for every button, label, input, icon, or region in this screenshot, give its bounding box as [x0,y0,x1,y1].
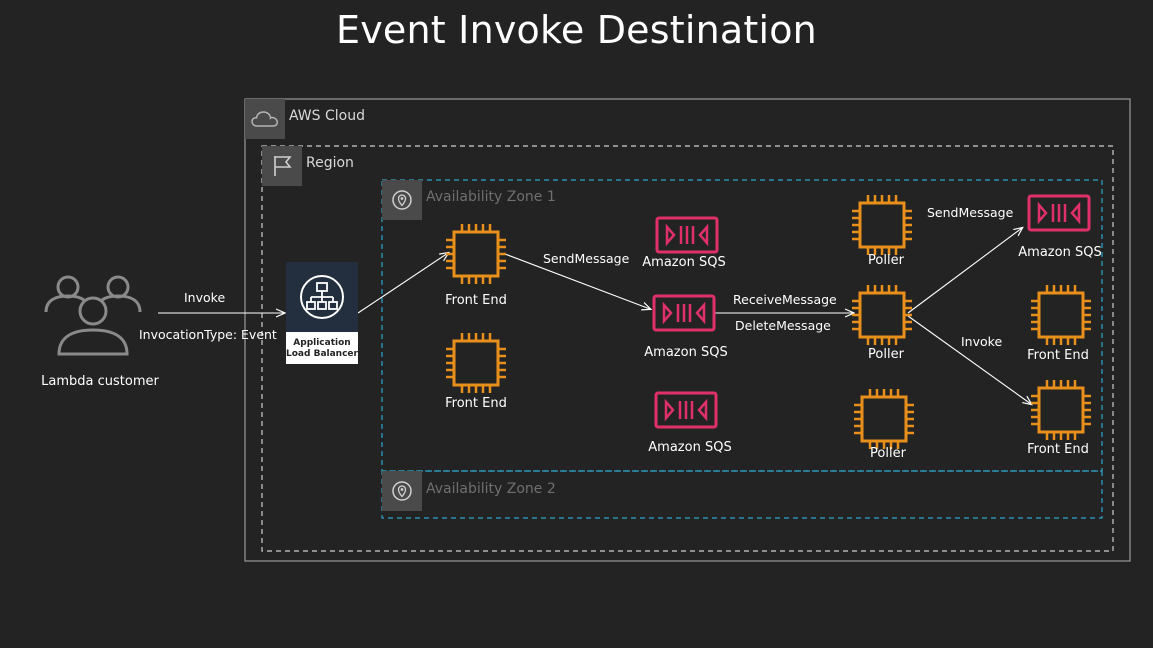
region-container [261,145,1114,552]
edge-label-receivemessage: ReceiveMessage [733,292,837,307]
az2-label: Availability Zone 2 [426,481,556,497]
poller-label: Poller [868,347,904,362]
aws-cloud-container [244,98,1131,562]
front-end-icon [444,222,508,286]
sqs-icon [1027,194,1091,232]
location-pin-icon [392,190,412,210]
front-end-icon [444,331,508,395]
sqs-label: Amazon SQS [648,440,732,455]
arrow-sendmessage [504,253,650,309]
edge-label-invoke-2: Invoke [961,334,1003,349]
sqs-icon [655,216,719,254]
region-tag [262,146,302,186]
edge-label-deletemessage: DeleteMessage [735,318,831,333]
location-pin-icon [392,481,412,501]
application-load-balancer: Application Load Balancer [286,262,358,364]
alb-label-line2: Load Balancer [286,349,358,359]
edge-label-invocation-type: InvocationType: Event [139,327,277,342]
front-end-label: Front End [1027,442,1089,457]
diagram-title: Event Invoke Destination [336,8,817,52]
arrow-invoke-2 [907,315,1031,404]
front-end-icon [1029,283,1093,347]
front-end-icon [1029,378,1093,442]
region-label: Region [306,155,354,171]
cloud-icon [251,111,278,127]
users-icon [44,275,142,356]
edge-label-invoke: Invoke [184,290,226,305]
cloud-label: AWS Cloud [289,108,365,124]
arrow-alb-frontend [357,253,448,314]
az1-tag [382,180,422,220]
edge-label-sendmessage: SendMessage [543,251,630,266]
arrow-sendmessage-2 [907,228,1022,314]
front-end-label: Front End [445,396,507,411]
cloud-tag [245,99,285,139]
sqs-label: Amazon SQS [642,255,726,270]
alb-label: Application Load Balancer [286,338,358,360]
edge-label-sendmessage-2: SendMessage [927,205,1014,220]
poller-label: Poller [870,446,906,461]
poller-icon [850,193,914,257]
az2-tag [382,471,422,511]
sqs-label: Amazon SQS [644,345,728,360]
poller-label: Poller [868,253,904,268]
load-balancer-icon [300,275,344,319]
flag-icon [274,156,292,176]
sqs-label: Amazon SQS [1018,245,1102,260]
sqs-icon [652,294,716,332]
alb-icon-tile [286,262,358,332]
customer-label: Lambda customer [41,374,159,389]
az1-label: Availability Zone 1 [426,189,556,205]
sqs-icon [654,391,718,429]
alb-label-line1: Application [293,338,351,348]
front-end-label: Front End [445,293,507,308]
az2-container [381,470,1103,519]
front-end-label: Front End [1027,348,1089,363]
poller-icon [852,387,916,451]
poller-icon [850,283,914,347]
